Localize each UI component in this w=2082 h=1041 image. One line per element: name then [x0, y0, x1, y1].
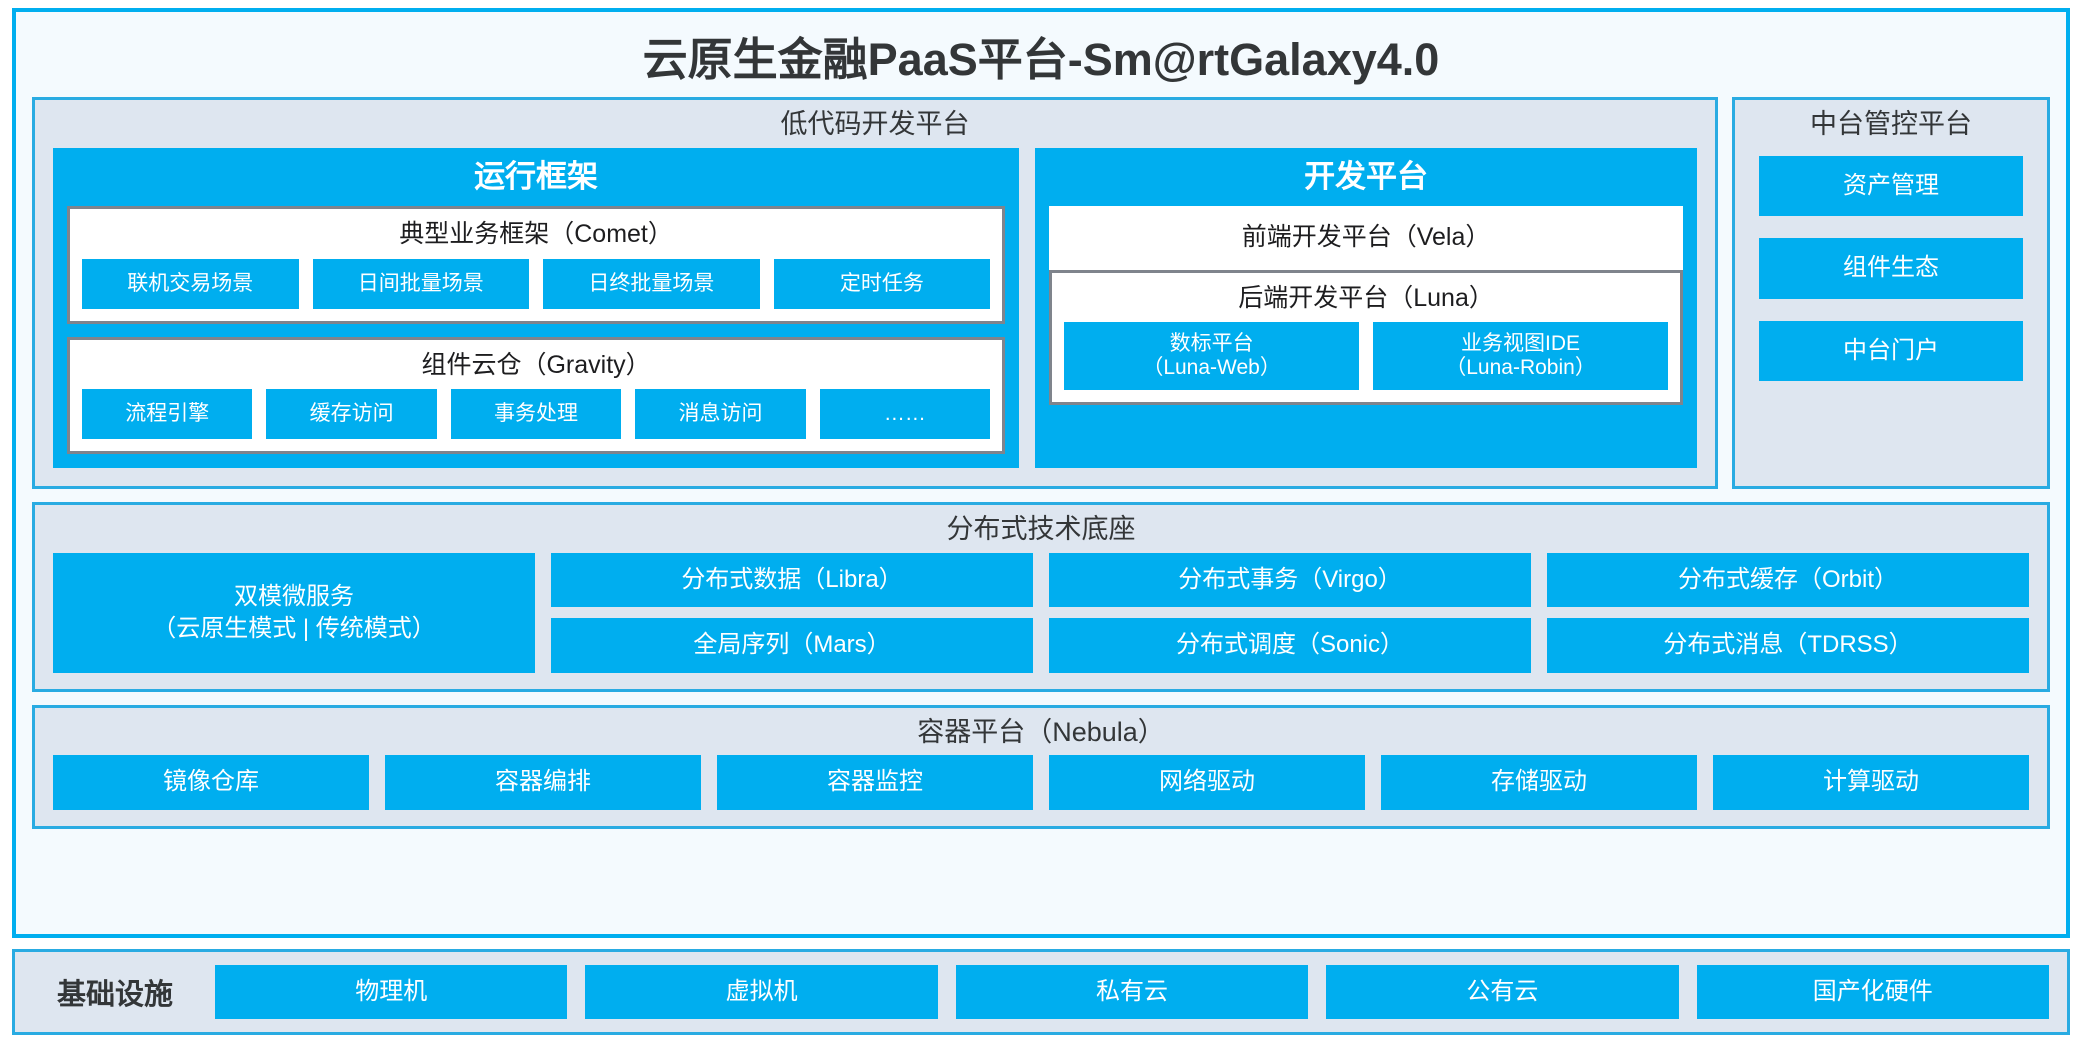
lowcode-platform-title: 低代码开发平台 — [780, 109, 970, 140]
distributed-item-orbit[interactable]: 分布式缓存（Orbit） — [1547, 553, 2029, 608]
gravity-chip-more[interactable]: …… — [819, 389, 991, 440]
infrastructure-item-public-cloud[interactable]: 公有云 — [1326, 964, 1679, 1019]
container-platform-body: 镜像仓库 容器编排 容器监控 网络驱动 存储驱动 计算驱动 — [35, 755, 2047, 825]
infrastructure-label: 基础设施 — [57, 978, 174, 1011]
comet-chip-row: 联机交易场景 日间批量场景 日终批量场景 定时任务 — [82, 258, 991, 309]
distributed-item-mars[interactable]: 全局序列（Mars） — [551, 618, 1033, 673]
platform-frame: 云原生金融PaaS平台-Sm@rtGalaxy4.0 低代码开发平台 运行框架 … — [12, 8, 2070, 938]
gravity-box: 组件云仓（Gravity） 流程引擎 缓存访问 事务处理 消息访问 …… — [67, 336, 1006, 455]
container-item-monitoring[interactable]: 容器监控 — [717, 755, 1033, 810]
runtime-framework-card: 运行框架 典型业务框架（Comet） 联机交易场景 日间批量场景 日终批量场景 … — [53, 147, 1020, 469]
gravity-chip[interactable]: 流程引擎 — [82, 389, 253, 440]
lowcode-platform-body: 运行框架 典型业务框架（Comet） 联机交易场景 日间批量场景 日终批量场景 … — [35, 147, 1715, 486]
backend-platform-title: 后端开发平台（Luna） — [1238, 283, 1494, 312]
container-platform-title: 容器平台（Nebula） — [917, 716, 1165, 747]
distributed-item-tdrss[interactable]: 分布式消息（TDRSS） — [1547, 618, 2029, 673]
management-platform-panel: 中台管控平台 资产管理 组件生态 中台门户 — [1732, 97, 2050, 490]
distributed-item-libra[interactable]: 分布式数据（Libra） — [551, 553, 1033, 608]
development-platform-title: 开发平台 — [1304, 158, 1429, 194]
distributed-base-body: 双模微服务 （云原生模式 | 传统模式） 分布式数据（Libra） 全局序列（M… — [35, 553, 2047, 689]
container-item-orchestration[interactable]: 容器编排 — [385, 755, 701, 810]
luna-robin-chip[interactable]: 业务视图IDE （Luna-Robin） — [1373, 322, 1668, 391]
microservice-column: 双模微服务 （云原生模式 | 传统模式） — [53, 553, 535, 673]
backend-platform-box: 后端开发平台（Luna） 数标平台 （Luna-Web） 业务视图IDE （Lu… — [1049, 269, 1683, 406]
gravity-chip[interactable]: 消息访问 — [635, 389, 806, 440]
distributed-column-1: 分布式数据（Libra） 全局序列（Mars） — [551, 553, 1033, 673]
comet-chip[interactable]: 定时任务 — [773, 258, 991, 309]
infrastructure-item-physical[interactable]: 物理机 — [215, 964, 568, 1019]
luna-web-code: （Luna-Web） — [1142, 356, 1281, 380]
lowcode-platform-panel: 低代码开发平台 运行框架 典型业务框架（Comet） 联机交易场景 日间批量场景… — [32, 97, 1718, 490]
gravity-chip-row: 流程引擎 缓存访问 事务处理 消息访问 …… — [82, 389, 991, 440]
container-item-compute-driver[interactable]: 计算驱动 — [1713, 755, 2029, 810]
dual-mode-microservice-card[interactable]: 双模微服务 （云原生模式 | 传统模式） — [53, 553, 535, 673]
gravity-chip[interactable]: 事务处理 — [450, 389, 622, 440]
luna-robin-name: 业务视图IDE — [1461, 332, 1581, 356]
runtime-framework-title: 运行框架 — [474, 158, 599, 194]
microservice-line1: 双模微服务 — [234, 582, 354, 610]
frontend-platform-box[interactable]: 前端开发平台（Vela） — [1049, 206, 1683, 270]
distributed-item-sonic[interactable]: 分布式调度（Sonic） — [1049, 618, 1531, 673]
distributed-base-panel: 分布式技术底座 双模微服务 （云原生模式 | 传统模式） 分布式数据（Libra… — [32, 502, 2050, 692]
comet-chip[interactable]: 日终批量场景 — [543, 258, 760, 309]
management-item-component[interactable]: 组件生态 — [1759, 238, 2023, 299]
distributed-base-title: 分布式技术底座 — [946, 514, 1136, 545]
infrastructure-item-domestic-hardware[interactable]: 国产化硬件 — [1696, 964, 2049, 1019]
container-item-image-registry[interactable]: 镜像仓库 — [53, 755, 369, 810]
infrastructure-item-virtual[interactable]: 虚拟机 — [585, 964, 938, 1019]
upper-region: 低代码开发平台 运行框架 典型业务框架（Comet） 联机交易场景 日间批量场景… — [32, 97, 2050, 490]
gravity-title: 组件云仓（Gravity） — [421, 350, 651, 379]
comet-box: 典型业务框架（Comet） 联机交易场景 日间批量场景 日终批量场景 定时任务 — [67, 206, 1006, 324]
luna-robin-code: （Luna-Robin） — [1445, 356, 1596, 380]
comet-chip[interactable]: 联机交易场景 — [82, 258, 299, 309]
luna-web-name: 数标平台 — [1169, 332, 1254, 356]
luna-web-chip[interactable]: 数标平台 （Luna-Web） — [1064, 322, 1360, 391]
container-platform-panel: 容器平台（Nebula） 镜像仓库 容器编排 容器监控 网络驱动 存储驱动 计算… — [32, 704, 2050, 829]
microservice-line2: （云原生模式 | 传统模式） — [152, 614, 436, 642]
infrastructure-item-private-cloud[interactable]: 私有云 — [955, 964, 1309, 1019]
spacer — [32, 692, 2050, 705]
page-title: 云原生金融PaaS平台-Sm@rtGalaxy4.0 — [642, 34, 1440, 85]
infrastructure-bar: 基础设施 物理机 虚拟机 私有云 公有云 国产化硬件 — [12, 948, 2070, 1035]
development-platform-card: 开发平台 前端开发平台（Vela） 后端开发平台（Luna） 数标平台 （Lun… — [1035, 147, 1697, 469]
distributed-column-3: 分布式缓存（Orbit） 分布式消息（TDRSS） — [1547, 553, 2029, 673]
comet-title: 典型业务框架（Comet） — [399, 220, 673, 249]
management-item-asset[interactable]: 资产管理 — [1759, 155, 2023, 217]
gravity-chip[interactable]: 缓存访问 — [266, 389, 437, 440]
backend-chip-row: 数标平台 （Luna-Web） 业务视图IDE （Luna-Robin） — [1064, 322, 1668, 391]
spacer — [32, 489, 2050, 502]
container-item-network-driver[interactable]: 网络驱动 — [1049, 755, 1365, 810]
distributed-item-virgo[interactable]: 分布式事务（Virgo） — [1049, 553, 1531, 608]
comet-chip[interactable]: 日间批量场景 — [312, 258, 530, 309]
distributed-column-2: 分布式事务（Virgo） 分布式调度（Sonic） — [1049, 553, 1531, 673]
management-platform-body: 资产管理 组件生态 中台门户 — [1735, 148, 2047, 486]
container-item-storage-driver[interactable]: 存储驱动 — [1381, 755, 1697, 810]
management-platform-title: 中台管控平台 — [1810, 109, 1972, 140]
management-item-portal[interactable]: 中台门户 — [1759, 320, 2023, 382]
